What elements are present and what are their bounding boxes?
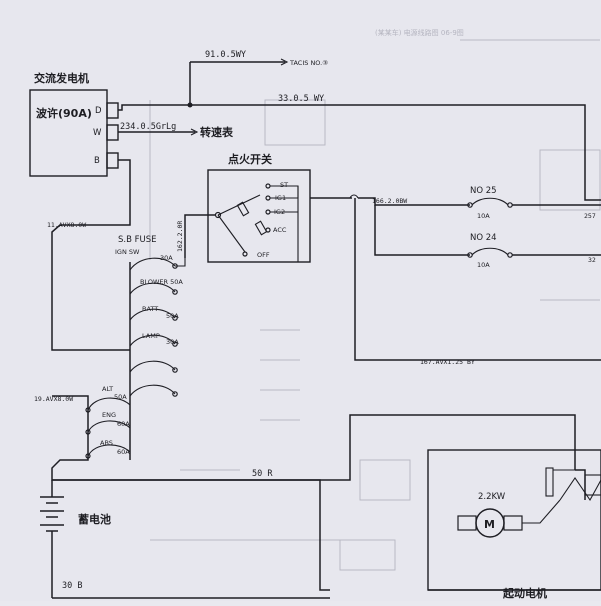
ignition-switch-body	[207, 169, 311, 263]
wire-50-label: 50 R	[252, 469, 273, 479]
header-text: (某某车) 电源线路图 06-9图	[375, 28, 464, 37]
background-ghost-lines: (某某车) 电源线路图 06-9图	[149, 28, 601, 571]
wire-33-label: 33.0.5 WY	[278, 94, 324, 104]
fuse-lower-group: 19.AVX8.0W ALT 50A ENG 60A ABS 60A	[34, 385, 330, 591]
wire-234-label: 234.0.5GrLg	[120, 122, 176, 132]
fuse-abs-label: ABS	[100, 439, 113, 447]
starter-label: 起动电机	[502, 586, 547, 600]
fuse-batt-label: BATT	[142, 305, 158, 313]
wire-11-label: 11.AVX8.0W	[47, 221, 86, 229]
alternator-terminal-d-box	[106, 102, 119, 119]
fuse-block-title: S.B FUSE	[118, 235, 157, 245]
wire-50: 50 R	[52, 414, 586, 500]
fuse-no24-amp: 10A	[477, 261, 490, 269]
starter-body	[427, 449, 601, 591]
wire-32-label: 32	[588, 256, 596, 264]
battery-label: 蓄电池	[78, 512, 111, 526]
fuse-no25-amp: 10A	[477, 212, 490, 220]
ignition-st: ST	[280, 181, 288, 189]
fuse-block: S.B FUSE IGN SW 30A BLOWER 50A BATT 50A …	[115, 235, 186, 460]
ignition-acc: ACC	[273, 226, 287, 234]
fuse-eng-amp: 60A	[117, 420, 130, 428]
wire-167-label: 167.AVX1.25 BY	[420, 358, 475, 366]
alternator-terminal-w: W	[93, 128, 102, 138]
wire-166-label: 166.2.0BW	[372, 197, 407, 205]
wire-11: 11.AVX8.0W	[47, 159, 131, 351]
ignition-switch-title: 点火开关	[228, 152, 272, 166]
fuse-lamp-amp: 30A	[166, 338, 179, 346]
wire-162-label: 162.2.0R	[176, 221, 184, 252]
motor-label: M	[484, 518, 495, 531]
fuse-abs-amp: 60A	[117, 448, 130, 456]
wire-234: 234.0.5GrLg 转速表	[118, 122, 234, 139]
wire-33: 91.0.5WY TACIS NO.③ 33.0.5 WY	[118, 50, 601, 201]
tachometer-label: 转速表	[200, 125, 234, 139]
wire-91-label: 91.0.5WY	[205, 50, 246, 60]
alternator: 交流发电机 波许(90A) D W B	[29, 71, 119, 177]
tacis-label: TACIS NO.③	[289, 59, 328, 67]
wire-166: 166.2.0BW 167.AVX1.25 BY	[310, 194, 601, 366]
fuse-ign-label: IGN SW	[115, 248, 140, 256]
alternator-title: 交流发电机	[34, 71, 89, 85]
ignition-switch: 点火开关 ST IG1 IG2 ACC OFF 162.2.0R	[176, 152, 311, 263]
fuse-no24: NO 24 10A 32	[467, 233, 601, 269]
battery: 蓄电池 30 B	[40, 480, 330, 599]
ignition-off: OFF	[257, 251, 270, 259]
fuse-blower-label: BLOWER 50A	[140, 278, 183, 286]
fuse-batt-amp: 50A	[166, 312, 179, 320]
alternator-terminal-b: B	[94, 156, 100, 166]
wire-19-label: 19.AVX8.0W	[34, 395, 73, 403]
alternator-terminal-d: D	[95, 106, 102, 116]
fuse-alt-amp: 50A	[114, 393, 127, 401]
starter-power: 2.2KW	[478, 492, 506, 502]
wire-257-label: 257	[584, 212, 596, 220]
alternator-terminal-w-box	[106, 124, 119, 141]
fuse-no25-label: NO 25	[470, 186, 497, 196]
wire-30-label: 30 B	[62, 581, 82, 591]
starter-motor: 2.2KW M 起动电机	[427, 449, 601, 600]
fuse-no24-label: NO 24	[470, 233, 497, 243]
fuse-alt-label: ALT	[102, 385, 113, 393]
fuse-eng-label: ENG	[102, 411, 116, 419]
fuse-ign-amp: 30A	[160, 254, 173, 262]
fuse-no25: NO 25 10A 257	[467, 186, 601, 220]
alternator-terminal-b-box	[106, 152, 119, 169]
alternator-rating: 波许(90A)	[36, 106, 92, 120]
fuse-lamp-label: LAMP	[142, 332, 160, 340]
